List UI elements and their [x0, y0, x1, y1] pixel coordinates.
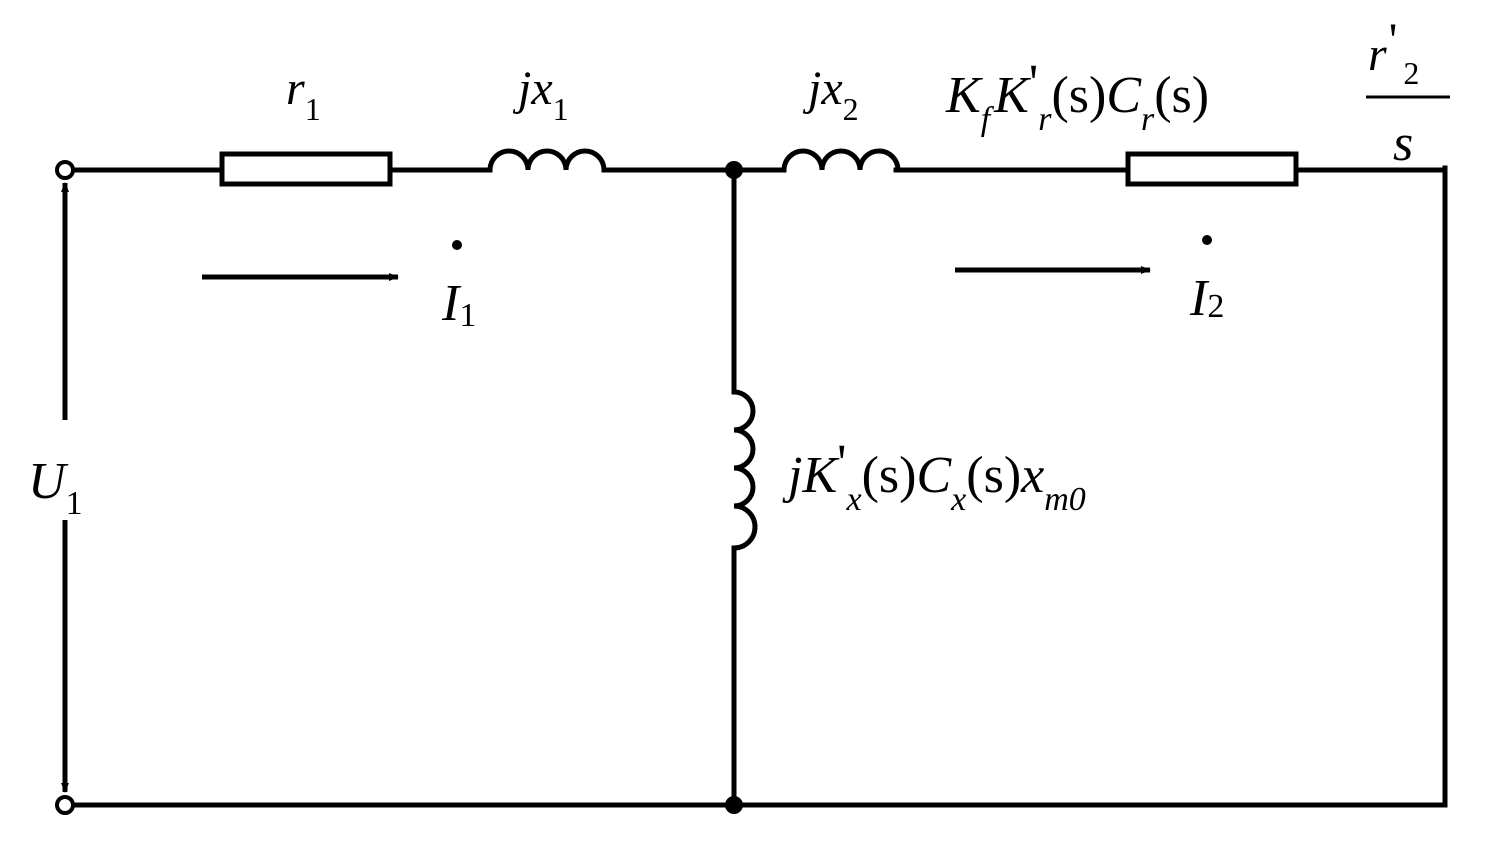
label-rotor-resistance: KfK'r(s)Cr(s)	[945, 55, 1209, 138]
inductor-jx1	[487, 148, 607, 171]
label-i2: I2	[1189, 270, 1224, 327]
inductor-magnetizing	[733, 389, 758, 551]
junction-node-top	[725, 161, 743, 179]
label-r1: r1	[286, 62, 321, 127]
label-magnetizing-reactance: jK'x(s)Cx(s)xm0	[782, 435, 1086, 518]
label-u1: U1	[28, 453, 83, 522]
label-rotor-denominator: s	[1393, 115, 1413, 172]
terminal-top[interactable]	[55, 160, 75, 180]
phasor-dot-i2	[1202, 235, 1212, 245]
terminal-bottom[interactable]	[55, 795, 75, 815]
label-jx1: jx1	[512, 62, 569, 127]
label-i1: I1	[441, 275, 476, 334]
label-rotor-numerator: r'2	[1368, 14, 1419, 91]
label-jx2: jx2	[802, 62, 859, 127]
inductor-jx2	[781, 148, 901, 171]
junction-node-bottom	[725, 796, 743, 814]
phasor-dot-i1	[452, 240, 462, 250]
resistor-r1	[219, 151, 393, 187]
resistor-rotor	[1125, 151, 1299, 187]
